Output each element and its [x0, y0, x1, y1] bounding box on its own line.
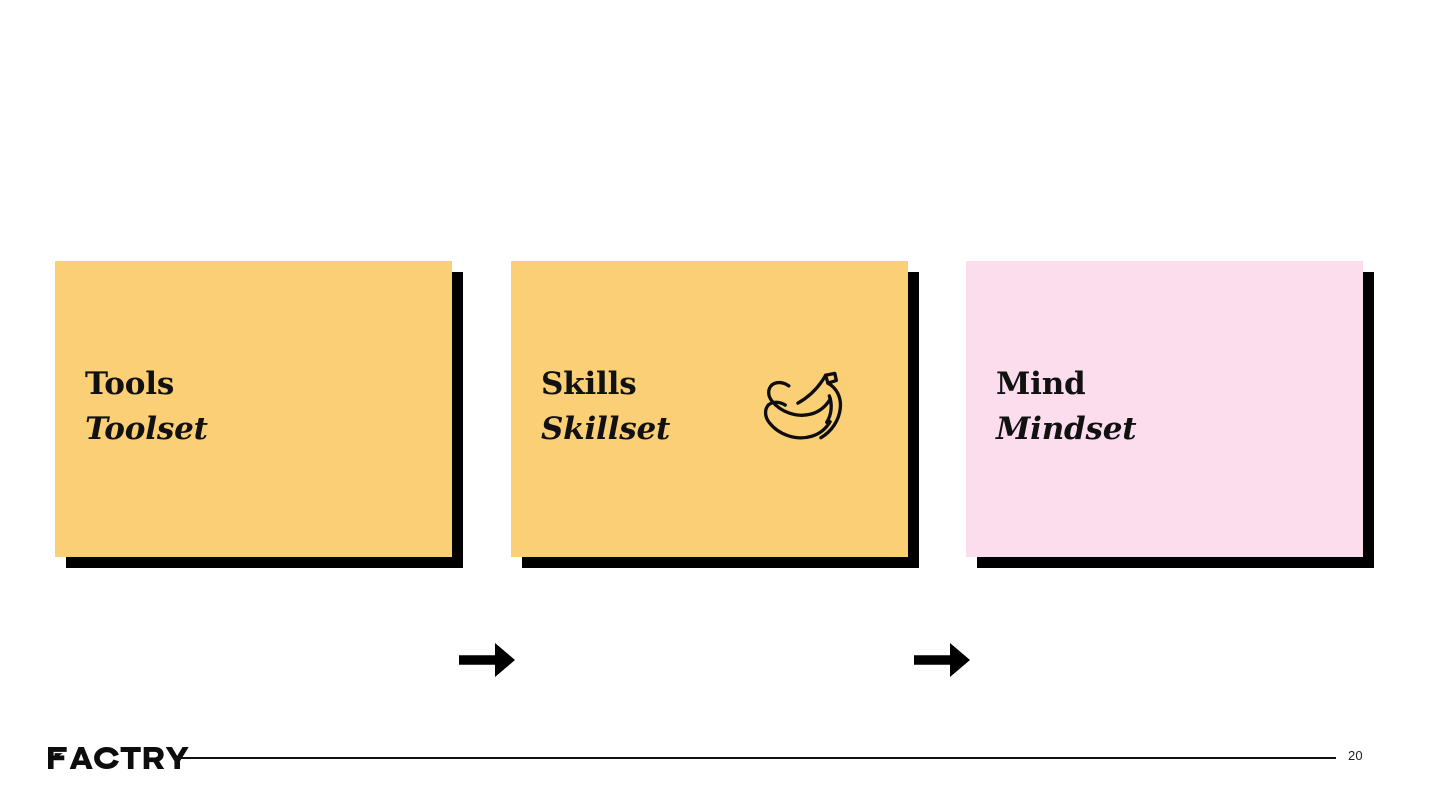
card-face: Skills Skillset	[511, 261, 908, 557]
card-labels: Mind Mindset	[996, 366, 1137, 447]
card-secondary-label: Skillset	[541, 411, 671, 447]
slide-footer: 20	[0, 720, 1440, 810]
card-body: Mind Mindset	[966, 366, 1137, 447]
card-body: Skills Skillset	[511, 362, 850, 452]
arrow-skills-to-mind-icon	[914, 643, 970, 677]
card-secondary-label: Mindset	[996, 411, 1137, 447]
footer-divider	[173, 757, 1336, 759]
card-skills[interactable]: Skills Skillset	[511, 261, 919, 568]
page-number: 20	[1348, 748, 1363, 763]
card-face: Mind Mindset	[966, 261, 1363, 557]
card-body: Tools Toolset	[55, 369, 208, 445]
factry-logo	[48, 746, 201, 770]
arrow-tools-to-skills-icon	[459, 643, 515, 677]
card-secondary-label: Toolset	[85, 411, 208, 447]
card-primary-label: Mind	[996, 366, 1086, 402]
card-labels: Skills Skillset	[541, 369, 670, 445]
card-tools[interactable]: Tools Toolset	[55, 261, 463, 568]
card-primary-label: Tools	[85, 366, 175, 402]
card-primary-label: Skills	[541, 366, 637, 402]
card-face: Tools Toolset	[55, 261, 452, 557]
card-mind[interactable]: Mind Mindset	[966, 261, 1374, 568]
card-labels: Tools Toolset	[85, 369, 208, 445]
card-row: Tools Toolset Skills Skillset	[0, 261, 1440, 677]
banana-bunch-icon	[748, 364, 850, 452]
